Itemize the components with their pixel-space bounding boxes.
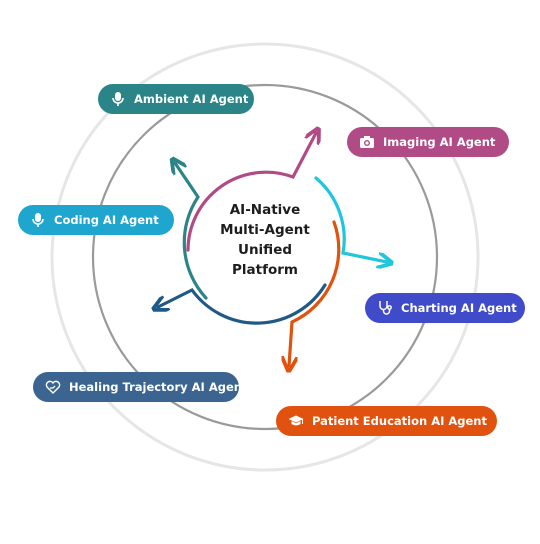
stethoscope-icon [377,300,393,316]
coding-ai-agent-pill[interactable]: Coding AI Agent [18,205,174,235]
camera-icon [359,134,375,150]
heart-hand-icon [45,379,61,395]
platform-title-line: AI-Native [229,202,301,218]
swirl-arc-teal [175,163,208,300]
platform-title: AI-Native Multi-Agent Unified Platform [195,200,335,280]
imaging-ai-agent-pill[interactable]: Imaging AI Agent [347,127,509,157]
microphone-icon [30,212,46,228]
platform-title-line: Unified [237,242,293,258]
platform-title-line: Platform [232,262,298,278]
swirl-arc-magenta [186,133,316,252]
ambient-ai-agent-pill[interactable]: Ambient AI Agent [98,84,254,114]
platform-title-line: Multi-Agent [220,222,310,238]
microphone-icon [110,91,126,107]
charting-ai-agent-pill[interactable]: Charting AI Agent [365,293,525,323]
agent-label: Healing Trajectory AI Agent [69,380,248,394]
agent-label: Ambient AI Agent [134,92,249,106]
swirl-arc-navy [158,283,327,325]
healing-trajectory-ai-agent-pill[interactable]: Healing Trajectory AI Agent [33,372,247,402]
agent-label: Patient Education AI Agent [312,414,487,428]
swirl-arc-orange [289,220,341,366]
outer-ring [50,42,480,472]
swirl-arc-cyan [314,176,387,262]
graduation-cap-icon [288,413,304,429]
inner-ring [91,83,439,431]
agent-label: Charting AI Agent [401,301,517,315]
agent-label: Imaging AI Agent [383,135,496,149]
patient-education-ai-agent-pill[interactable]: Patient Education AI Agent [276,406,497,436]
agent-label: Coding AI Agent [54,213,159,227]
